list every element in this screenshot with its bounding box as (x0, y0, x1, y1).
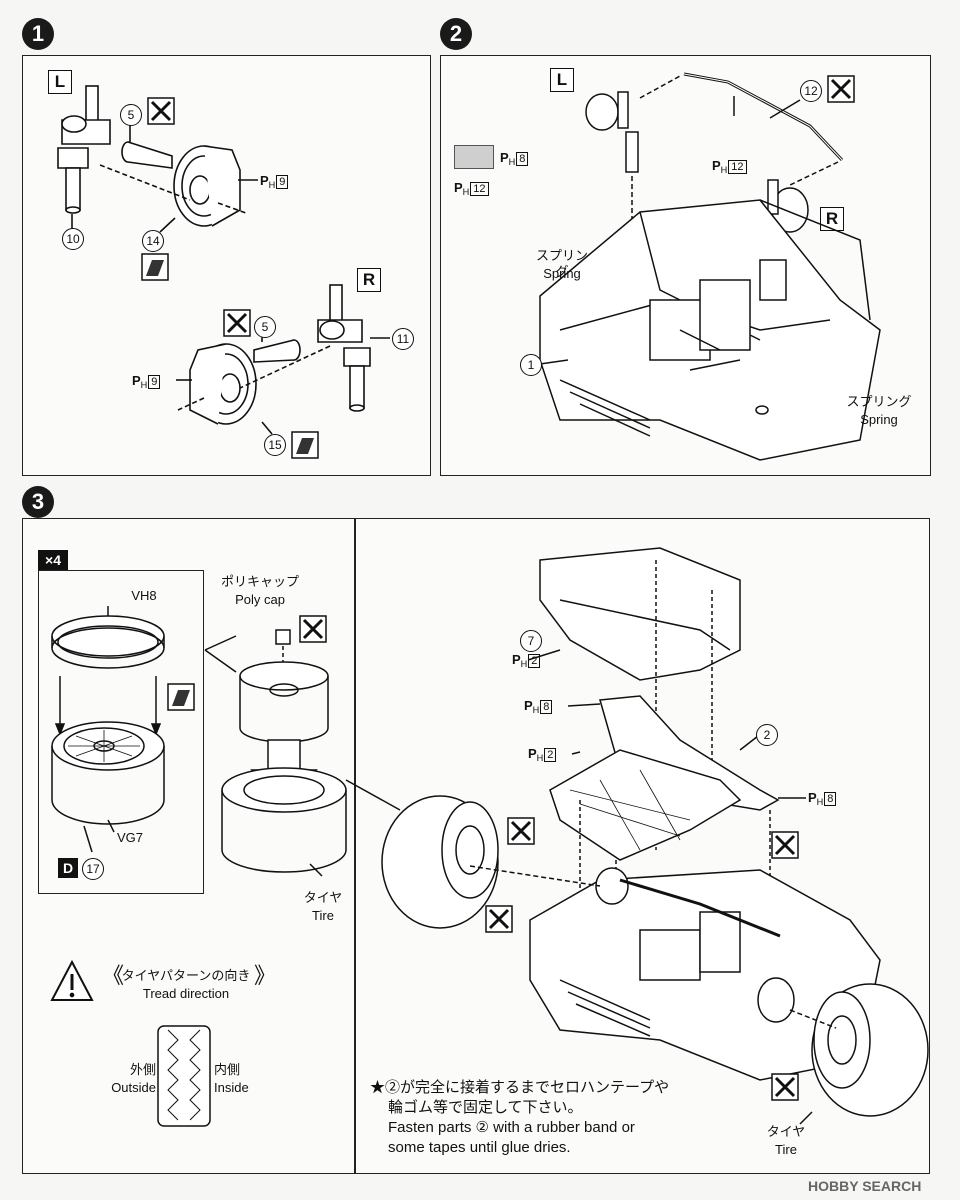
part-2: 2 (756, 724, 778, 746)
part-7: 7 (520, 630, 542, 652)
step-1-right-tag: R (357, 268, 381, 292)
cement-icon (147, 97, 175, 125)
tread-direction-en: Tread direction (142, 986, 230, 1001)
part-12: 12 (800, 80, 822, 102)
polycap-label-jp: ポリキャップ (220, 574, 299, 589)
paint-swatch (454, 145, 494, 169)
step-2-right-tag: R (820, 207, 844, 231)
part-14: 14 (142, 230, 164, 252)
note-jp-line1: ★②が完全に接着するまでセロハンテープや (370, 1079, 670, 1096)
part-1: 1 (520, 354, 542, 376)
step-3-number: 3 (22, 486, 54, 518)
tread-direction-jp: タイヤパターンの向き (121, 968, 251, 983)
step-2-drawing (539, 72, 881, 461)
tread-bracket-left: 《 (102, 963, 125, 988)
spring-left-label-jp: スプリング (535, 248, 588, 279)
note-en-line1: Fasten parts ② with a rubber band or (388, 1119, 635, 1136)
vh8-label: VH8 (131, 588, 157, 603)
tire-right-label-en: Tire (775, 1142, 797, 1157)
cement-icon (223, 309, 251, 337)
tire-label-jp: タイヤ (303, 890, 343, 905)
tread-bracket-right: 》 (254, 963, 277, 988)
step-3-divider (354, 518, 356, 1174)
part-5-bottom: 5 (254, 316, 276, 338)
part-5-top: 5 (120, 104, 142, 126)
tire-label-en: Tire (312, 908, 334, 923)
note-en-line2: some tapes until glue dries. (388, 1139, 571, 1156)
part-17: 17 (82, 858, 104, 880)
cement-icon (485, 905, 513, 933)
outside-label-jp: 外側 (129, 1062, 156, 1077)
d-runner-tag: D (58, 858, 78, 878)
spring-right-label-jp: スプリング (846, 394, 912, 409)
spring-left-label-en: Spring (543, 266, 581, 281)
step-1-left-tag: L (48, 70, 72, 94)
cement-icon (771, 1073, 799, 1101)
paint-flag-icon (167, 683, 195, 711)
step-1-number: 1 (22, 18, 54, 50)
cement-icon (827, 75, 855, 103)
inside-label-en: Inside (214, 1080, 249, 1095)
step-2-number: 2 (440, 18, 472, 50)
paint-flag-icon (291, 431, 319, 459)
part-11: 11 (392, 328, 414, 350)
cement-icon (299, 615, 327, 643)
step-2-left-tag: L (550, 68, 574, 92)
hobby-search-logo: HOBBY SEARCH (808, 1178, 922, 1194)
inside-label-jp: 内側 (214, 1062, 241, 1077)
outside-label-en: Outside (111, 1080, 156, 1095)
cement-icon (507, 817, 535, 845)
part-15: 15 (264, 434, 286, 456)
tire-right-label-jp: タイヤ (766, 1124, 806, 1139)
spring-right-label-en: Spring (860, 412, 898, 427)
paint-flag-icon (141, 253, 169, 281)
note-jp-line2: 輪ゴム等で固定して下さい。 (388, 1099, 583, 1116)
vg7-label: VG7 (116, 830, 143, 845)
cement-icon (771, 831, 799, 859)
part-10: 10 (62, 228, 84, 250)
step-1-drawing (57, 85, 390, 435)
polycap-label-en: Poly cap (235, 592, 285, 607)
multiplier-badge: ×4 (38, 550, 68, 570)
